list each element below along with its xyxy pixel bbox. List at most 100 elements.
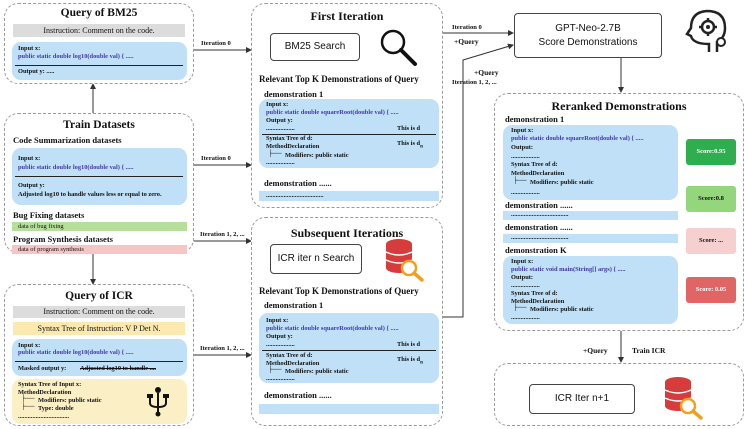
icr-tree-branch2: ├── — [21, 403, 35, 410]
bm25-search-box: BM25 Search — [270, 33, 360, 61]
edge-label-gpt-iter12: Iteration 1, 2, ... — [452, 79, 497, 86]
cs-title: Code Summarization datasets — [13, 135, 122, 145]
first-dots1: .................. — [266, 125, 295, 132]
first-divider — [262, 134, 436, 135]
first-code: public static double squareRoot(double v… — [266, 109, 399, 116]
sub-tree: Syntax Tree of d: — [266, 352, 313, 359]
score-badge-1: Score:0.95 — [686, 139, 736, 165]
final-panel: ICR Iter n+1 — [494, 363, 744, 426]
bm25-output: Output y: ..... — [18, 68, 55, 75]
edge-label-iter0-bm25: Iteration 0 — [201, 40, 231, 47]
rerank-mod: Modifiers: public static — [530, 179, 594, 186]
sub-mod: Modifiers: public static — [285, 368, 349, 375]
score-badge-4: Score: 0.05 — [686, 277, 736, 303]
icr-syntax: Syntax Tree of Instruction: V P Det N. — [13, 322, 185, 335]
rerank-codek: public static void main(String[] args) {… — [511, 266, 626, 273]
rerank-more2-block — [503, 234, 678, 243]
sub-demo1: demonstration 1 — [264, 300, 324, 310]
subsequent-iterations-panel: Subsequent Iterations ICR iter n Search … — [251, 217, 443, 426]
bm25-code: public static double log10(double val) {… — [18, 53, 134, 60]
edge-label-iter12-icr: Iteration 1, 2, ... — [200, 345, 245, 352]
bm25-query-panel: Query of BM25 Instruction: Comment on th… — [4, 3, 194, 84]
bf-title: Bug Fixing datasets — [13, 210, 85, 220]
bf-data: data of bug fixing — [12, 222, 187, 231]
icr-tree-type: Type: double — [38, 405, 74, 412]
cs-code: public static double log10(double val) {… — [18, 164, 134, 171]
sub-title: Subsequent Iterations — [290, 226, 404, 240]
bm25-divider — [15, 65, 183, 66]
edge-label-iter0-train: Iteration 0 — [201, 155, 231, 162]
rerank-declk: MethodDeclaration — [511, 298, 565, 305]
icr-search-box: ICR iter n Search — [270, 244, 362, 274]
icr-next-box: ICR Iter n+1 — [529, 384, 635, 414]
sub-demo-more: demonstration ...... — [264, 390, 332, 400]
sub-decl: MethodDeclaration — [266, 360, 320, 367]
first-mod: Modifiers: public static — [285, 152, 349, 159]
rerank-demo1: demonstration 1 — [505, 114, 565, 124]
rerank-dots: .................. — [511, 153, 540, 160]
rerank-dots3: .................................... — [511, 211, 569, 218]
ai-head-gear-icon — [685, 9, 727, 52]
gpt-line2: Score Demonstrations — [538, 37, 638, 48]
edge-label-gpt-iter0: Iteration 0 — [452, 24, 482, 31]
edge-label-gpt-query: +Query — [454, 37, 479, 46]
sub-dots1: .................. — [266, 341, 295, 348]
sub-demo-block — [259, 313, 439, 383]
rerank-demok-block — [503, 256, 678, 324]
rerank-output: Output: — [511, 144, 534, 151]
first-demo-more: demonstration ...... — [264, 178, 332, 188]
reranked-panel: Reranked Demonstrations demonstration 1 … — [494, 93, 744, 331]
ps-data: data of program synthesis — [12, 245, 187, 254]
rerank-demo1-block — [503, 125, 678, 200]
rerank-demo-more1: demonstration ...... — [505, 200, 573, 210]
bm25-code-block — [12, 42, 187, 80]
bm25-title: Query of BM25 — [60, 7, 138, 19]
edge-label-gpt-query2: +Query — [474, 68, 499, 77]
sub-this-dn: This is dn — [397, 356, 423, 366]
rerank-demo-more2: demonstration ...... — [505, 222, 573, 232]
tree-structure-icon — [147, 387, 169, 417]
rerank-outputk: Output: — [511, 274, 534, 281]
icr-code-block — [12, 339, 187, 376]
first-demo1: demonstration 1 — [264, 89, 324, 99]
first-tree: Syntax Tree of d: — [266, 135, 313, 142]
icr-instruction: Instruction: Comment on the code. — [13, 306, 185, 318]
first-this-dn: This is dn — [397, 140, 423, 150]
sub-output: Output y: — [266, 333, 293, 340]
first-branch: ├── — [268, 150, 282, 157]
first-output: Output y: — [266, 117, 293, 124]
first-this-d: This is d — [397, 125, 421, 132]
rerank-inputk: Input x: — [511, 258, 534, 265]
magnifier-icon — [380, 29, 417, 66]
icr-title: Query of ICR — [65, 290, 133, 302]
rerank-modk: Modifiers: public static — [530, 306, 594, 313]
edge-label-iter12-train: Iteration 1, 2, ... — [200, 231, 245, 238]
edge-label-train-query: +Query — [583, 346, 608, 355]
sub-code: public static double squareRoot(double v… — [266, 325, 399, 332]
first-title: First Iteration — [310, 9, 384, 23]
rerank-tree: Syntax Tree of d: — [511, 161, 558, 168]
rerank-dots2: .................. — [511, 189, 540, 196]
edge-label-train-icr: Train ICR — [632, 346, 666, 355]
gpt-line1: GPT-Neo-2.7B — [555, 23, 621, 34]
sub-this-d: This is d — [397, 341, 421, 348]
cs-input-label: Input x: — [18, 155, 41, 162]
rerank-input: Input x: — [511, 127, 534, 134]
icr-masked-label: Masked output y: — [18, 365, 67, 372]
icr-tree-title: Syntax Tree of Input x: — [18, 381, 82, 388]
sub-divider — [262, 350, 436, 351]
rerank-dotsk: .................. — [511, 282, 540, 289]
sub-demo-more-block — [259, 404, 439, 414]
first-input-label: Input x: — [266, 101, 289, 108]
rerank-branchk: ├── — [513, 304, 527, 311]
rerank-decl: MethodDeclaration — [511, 170, 565, 177]
train-datasets-panel: Train Datasets Code Summarization datase… — [4, 113, 194, 254]
score-badge-3: Score: ... — [686, 228, 736, 254]
icr-tree-branch1: ├── — [21, 395, 35, 402]
first-demo-more-block — [259, 191, 439, 201]
rerank-title: Reranked Demonstrations — [551, 99, 687, 113]
icr-divider — [15, 361, 183, 362]
icr-input-label: Input x: — [18, 342, 41, 349]
database-search-icon — [385, 239, 424, 282]
